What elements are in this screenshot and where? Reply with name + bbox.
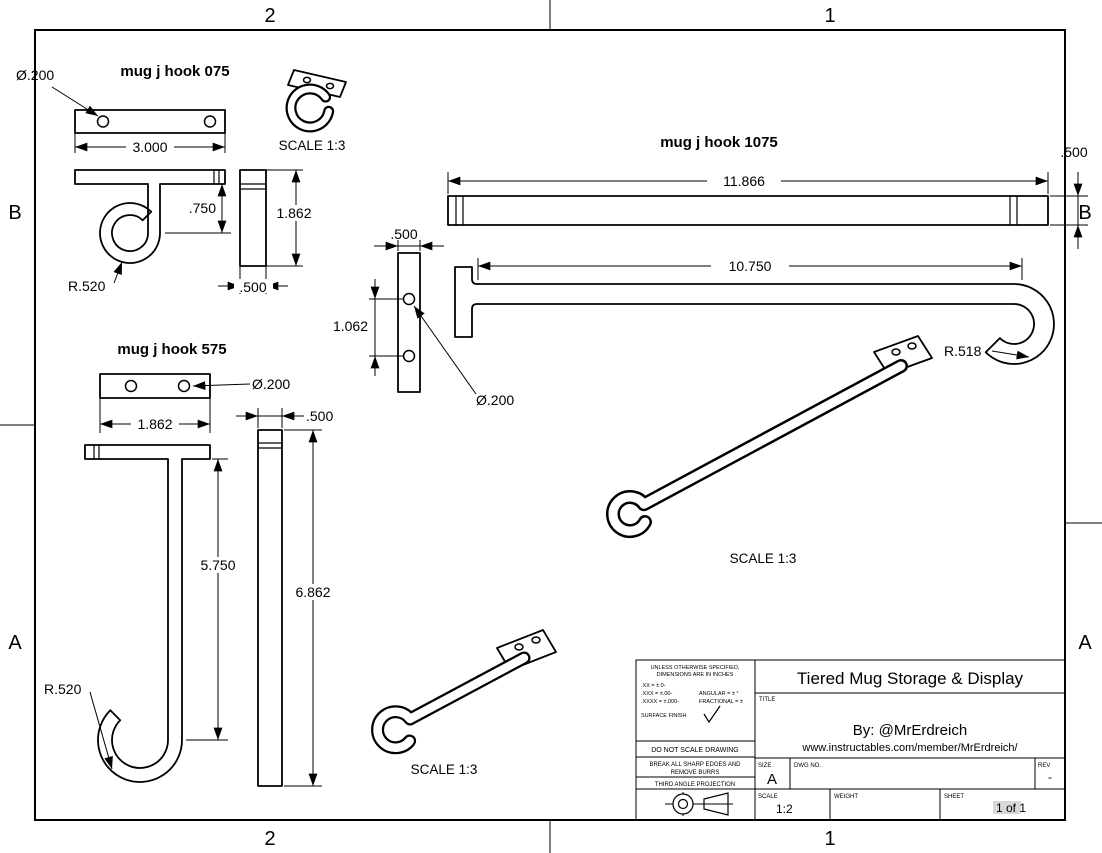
zone-labels: 2 1 2 1 B A B A [8,5,1092,850]
hook575-dim-thickness: .500 [306,408,333,424]
drawing-title: Tiered Mug Storage & Display [797,669,1024,688]
hook1075-front-view [454,266,1055,365]
tol-line-1: .XX = ±.0- [641,683,666,689]
hook1075-dim-hole: Ø.200 [476,392,514,408]
author-url: www.instructables.com/member/MrErdreich/ [801,742,1018,754]
hook1075-top-view [447,195,1049,226]
zone-right-top: B [1078,202,1091,224]
hook1075-dim-width: .500 [1060,144,1087,160]
hook1075-iso-view [606,335,933,538]
hook1075-plate-view [397,252,421,393]
spec-line-2: DIMENSIONS ARE IN INCHES [657,672,734,678]
hook1075-scale-label: SCALE 1:3 [730,551,797,566]
hook075-dim-radius: R.520 [68,278,106,294]
hook575-title: mug j hook 575 [117,341,226,358]
hook075-scale-label: SCALE 1:3 [279,138,346,153]
sheet-value-highlight [993,801,1021,814]
zone-left-top: B [8,202,21,224]
tol-angular: ANGULAR = ± ° [699,691,739,697]
tolerance-box: UNLESS OTHERWISE SPECIFIED, DIMENSIONS A… [641,665,743,724]
hook1075-dim-reach: 10.750 [729,258,772,274]
hook1075-hole-upper [402,292,416,306]
hook075-top-view [74,109,226,134]
zone-bottom-right: 1 [824,828,835,850]
spec-line-1: UNLESS OTHERWISE SPECIFIED, [651,665,740,671]
view-hook075: mug j hook 075 Ø.200 3.000 .750 R.520 [16,63,347,295]
hook575-top-view [99,373,211,399]
title-block: UNLESS OTHERWISE SPECIFIED, DIMENSIONS A… [635,659,1066,821]
hook575-dim-drop: 5.750 [200,557,235,573]
weight-label: WEIGHT [834,794,858,800]
break-edges-line-2: REMOVE BURRS [671,770,720,776]
sheet-value: 1 of 1 [996,801,1026,815]
hook075-side-view [239,169,267,267]
title-label: TITLE [759,697,775,703]
view-hook1075: mug j hook 1075 11.866 .500 .500 [333,134,1088,566]
hook575-hole-right [177,379,191,393]
tol-fractional: FRACTIONAL = ± [699,699,743,705]
surface-finish-label: SURFACE FINISH [641,713,687,719]
hook1075-hole-lower [402,349,416,363]
hook575-dim-hole: Ø.200 [252,376,290,392]
hook575-dim-radius: R.520 [44,681,82,697]
hook575-iso-view [371,629,557,755]
hook575-scale-label: SCALE 1:3 [411,762,478,777]
hook075-hole-right [203,115,217,128]
hook575-front-view [84,444,211,783]
size-label: SIZE [758,763,771,769]
tol-line-2: .XXX = ±.00- [641,691,672,697]
hook1075-title: mug j hook 1075 [660,134,778,151]
view-hook575: mug j hook 575 Ø.200 1.862 5.750 R.520 [44,341,557,787]
surface-finish-icon [703,705,721,724]
hook075-title: mug j hook 075 [120,63,229,80]
hook075-dim-thickness: .500 [239,279,266,295]
zone-top-left: 2 [264,5,275,27]
sheet-label: SHEET [944,794,964,800]
hook1075-dim-spacing: 1.062 [333,318,368,334]
third-angle-projection-icon [665,792,733,816]
break-edges-line-1: BREAK ALL SHARP EDGES AND [649,762,741,768]
hook075-dim-height: 1.862 [276,205,311,221]
author-line: By: @MrErdreich [853,722,967,739]
scale-label: SCALE [758,794,778,800]
hook075-front-view [74,169,226,264]
zone-right-bottom: A [1078,632,1092,654]
projection-label: THIRD ANGLE PROJECTION [655,782,735,788]
tol-line-3: .XXXX = ±.000- [641,699,679,705]
hook1075-dim-length: 11.866 [723,173,765,189]
zone-left-bottom: A [8,632,22,654]
do-not-scale-label: DO NOT SCALE DRAWING [651,747,739,754]
zone-bottom-left: 2 [264,828,275,850]
hook1075-dim-radius: R.518 [944,343,982,359]
hook075-dim-hole: Ø.200 [16,67,54,83]
hook575-side-view [257,429,283,787]
hook075-dim-width: 3.000 [132,139,167,155]
rev-label: REV [1038,763,1050,769]
zone-top-right: 1 [824,5,835,27]
rev-value: - [1048,770,1052,784]
dwg-no-label: DWG NO. [794,763,821,769]
scale-value: 1:2 [776,802,793,816]
hook1075-dim-plate: .500 [390,226,417,242]
hook575-dim-height: 6.862 [295,584,330,600]
hook575-dim-width: 1.862 [137,416,172,432]
size-value: A [767,771,777,788]
hook075-hole-left [96,115,110,128]
hook075-dim-drop: .750 [189,200,216,216]
hook075-iso-view [285,69,347,133]
hook575-hole-left [124,379,138,393]
